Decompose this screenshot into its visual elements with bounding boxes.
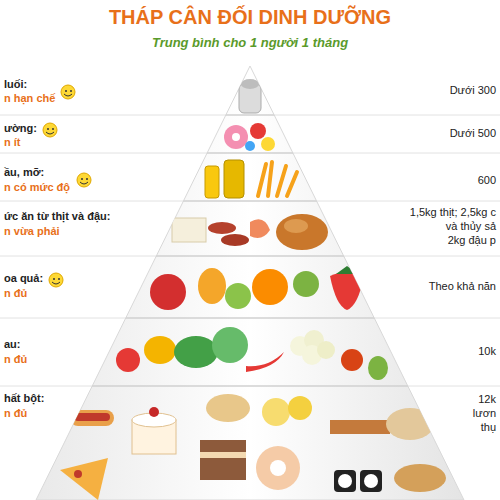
intake-advice: n ít — [2, 136, 23, 149]
monthly-amount: 1,5kg thịt; 2,5kg c — [408, 206, 498, 219]
food-group-label: oa quả: — [2, 272, 45, 285]
diagram-subtitle: Trung bình cho 1 người 1 tháng — [0, 35, 500, 50]
monthly-amount: thụ — [479, 421, 498, 434]
intake-advice: n đủ — [2, 353, 29, 366]
food-group-label: ầu, mỡ: — [2, 166, 46, 179]
monthly-amount: 600 — [476, 174, 498, 187]
food-group-label: hất bột: — [2, 392, 46, 405]
intake-advice: n đủ — [2, 407, 29, 420]
intake-advice: n hạn chế — [2, 92, 57, 105]
intake-advice: n đủ — [2, 287, 29, 300]
monthly-amount: Theo khả năn — [427, 280, 498, 293]
monthly-amount: và thủy sả — [444, 220, 498, 233]
monthly-amount: 10k — [476, 345, 498, 358]
monthly-amount: lươn — [471, 407, 498, 420]
monthly-amount: Dưới 300 — [448, 84, 498, 97]
food-group-label: ức ăn từ thịt và đậu: — [2, 210, 112, 223]
monthly-amount: 2kg đậu p — [446, 234, 498, 247]
food-group-label: luối: — [2, 78, 29, 91]
monthly-amount: 12k — [476, 393, 498, 406]
monthly-amount: Dưới 500 — [448, 127, 498, 140]
food-group-label: ường: — [2, 122, 39, 135]
food-group-label: au: — [2, 338, 23, 351]
intake-advice: n có mức độ — [2, 181, 72, 194]
intake-advice: n vừa phải — [2, 225, 62, 238]
diagram-title: THÁP CÂN ĐỐI DINH DƯỠNG — [0, 6, 500, 29]
